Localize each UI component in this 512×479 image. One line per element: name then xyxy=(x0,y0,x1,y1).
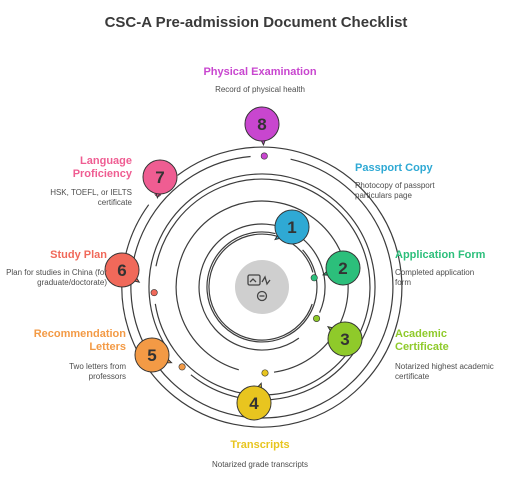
step-2-badge: 2 xyxy=(321,250,361,286)
step-5-description: Two letters from professors xyxy=(69,362,126,381)
step-3-number: 3 xyxy=(340,330,349,349)
step-3-description: Notarized highest academic certificate xyxy=(395,362,494,381)
orbit-dot-3 xyxy=(313,314,321,322)
step-7-description: HSK, TOEFL, or IELTS certificate xyxy=(50,188,132,207)
step-4-description: Notarized grade transcripts xyxy=(211,460,309,469)
step-markers: 1 2 3 4 5 6 7 8 xyxy=(104,106,363,421)
step-4-fill xyxy=(237,386,271,420)
step-2-description: Completed application form xyxy=(395,268,475,287)
step-8-label: Physical Examination xyxy=(203,66,317,78)
step-5-label: Recommendation Letters xyxy=(33,328,126,353)
step-8-number: 8 xyxy=(257,115,266,134)
step-5-badge: 5 xyxy=(134,337,173,373)
step-6-description: Plan for studies in China (for graduate/… xyxy=(6,268,107,287)
document-check-icon xyxy=(247,274,271,302)
center-hub xyxy=(235,260,289,314)
orbit-dots xyxy=(150,152,321,377)
orbit-dot-2 xyxy=(310,274,318,282)
step-1-badge: 1 xyxy=(274,209,310,245)
orbit-arc-5 xyxy=(148,173,376,401)
step-6-badge: 6 xyxy=(104,252,141,288)
step-7-badge: 7 xyxy=(142,159,178,200)
step-4-label: Transcripts xyxy=(230,439,290,451)
step-4-number: 4 xyxy=(249,394,259,413)
step-8-description: Record of physical health xyxy=(215,85,305,94)
orbit-arcs xyxy=(121,146,403,428)
step-3-badge: 3 xyxy=(326,321,363,357)
step-1-number: 1 xyxy=(287,218,296,237)
step-2-number: 2 xyxy=(338,259,347,278)
step-1-label: Passport Copy xyxy=(355,162,433,174)
orbit-dot-5 xyxy=(178,363,186,371)
step-5-fill xyxy=(135,338,169,372)
step-2-label: Application Form xyxy=(395,249,486,261)
orbit-dot-6 xyxy=(150,289,158,297)
step-7-fill xyxy=(143,160,177,194)
step-4-badge: 4 xyxy=(236,382,272,421)
orbit-arc-3 xyxy=(198,223,326,351)
orbit-arc-7 xyxy=(121,146,403,428)
step-6-label: Study Plan xyxy=(50,249,107,261)
step-6-number: 6 xyxy=(117,261,126,280)
orbit-arc-1 xyxy=(206,231,318,343)
step-6-fill xyxy=(105,253,139,287)
step-7-number: 7 xyxy=(155,168,164,187)
step-1-description: Photocopy of passport particulars page xyxy=(355,181,435,200)
step-2-fill xyxy=(326,251,360,285)
step-7-label: Language Proficiency xyxy=(72,155,132,180)
step-8-badge: 8 xyxy=(244,106,280,147)
step-5-number: 5 xyxy=(147,346,156,365)
step-1-fill xyxy=(275,210,309,244)
step-8-fill xyxy=(245,107,279,141)
orbit-dot-4 xyxy=(261,369,269,377)
orbit-arc-6 xyxy=(154,178,371,396)
step-3-fill xyxy=(328,322,362,356)
step-3-label: Academic Certificate xyxy=(395,328,449,353)
orbit-dot-8 xyxy=(260,152,268,160)
page-title: CSC-A Pre-admission Document Checklist xyxy=(104,14,408,31)
